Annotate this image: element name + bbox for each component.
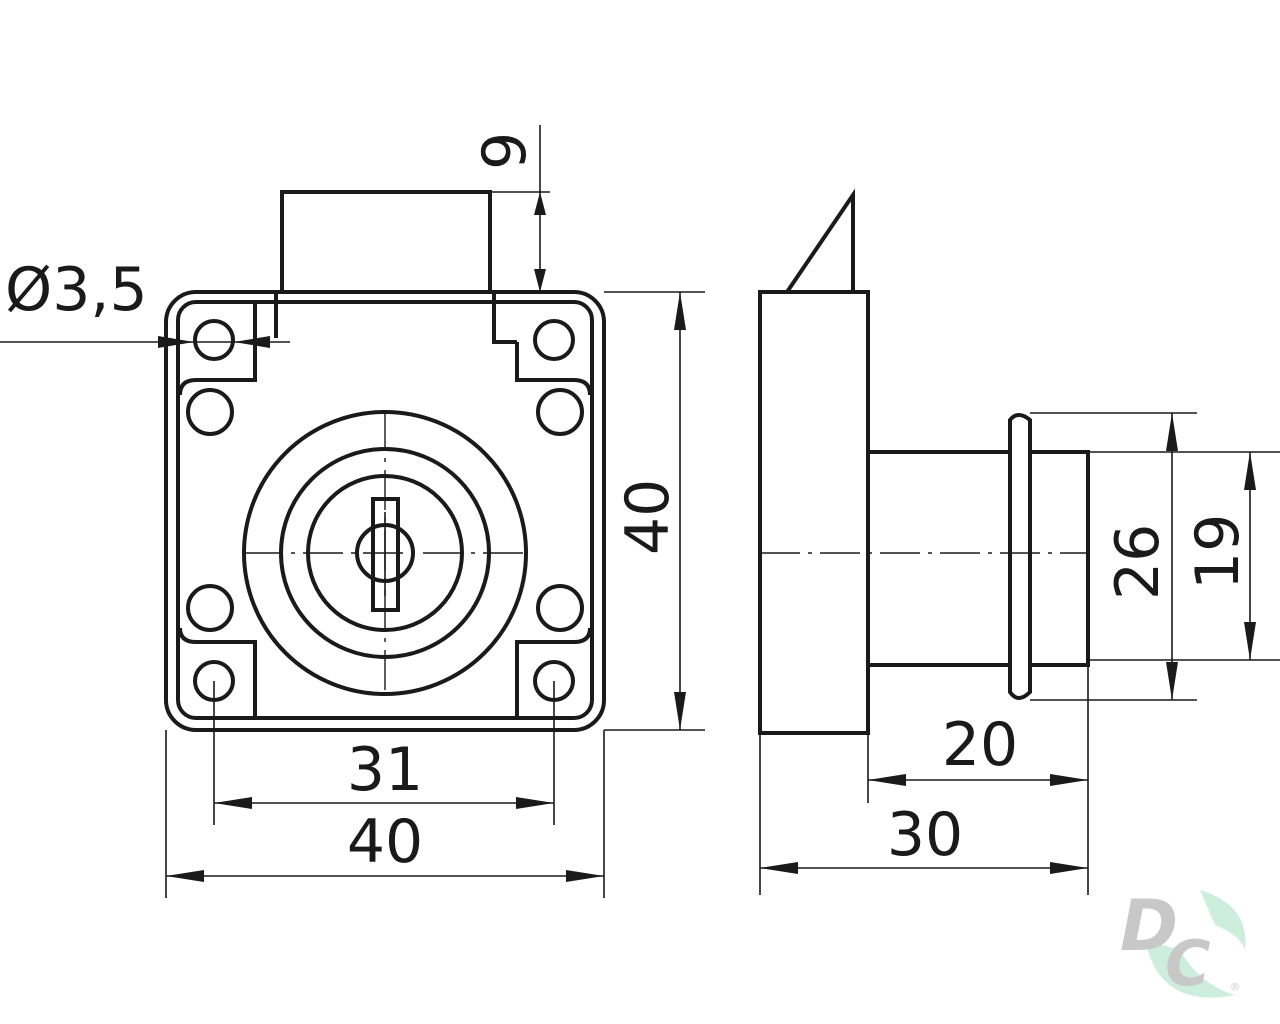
- front-dimensions: 9 Ø3,5 40 31 40: [0, 125, 705, 898]
- flange: [1008, 413, 1032, 700]
- svg-text:C: C: [1165, 927, 1211, 1000]
- dim-total-depth: 30: [887, 800, 963, 870]
- dim-hole-spacing: 31: [347, 735, 423, 805]
- dc-logo: D C ®: [1120, 885, 1246, 1000]
- side-cylinder: [868, 450, 1010, 667]
- bolt-tab: [280, 190, 492, 294]
- side-dimensions: 26 19 20 30: [759, 412, 1280, 895]
- svg-text:D: D: [1120, 885, 1178, 967]
- dim-hole-diameter: Ø3,5: [5, 255, 148, 325]
- side-body: [758, 290, 870, 735]
- dim-cylinder-diameter: 19: [1183, 514, 1253, 590]
- latch-bolt: [785, 188, 855, 294]
- tab-notch: [274, 292, 517, 344]
- dim-body-width: 40: [347, 807, 423, 877]
- inner-body: [176, 300, 594, 720]
- cylinder-face: [242, 410, 528, 696]
- corner-pads: [178, 302, 592, 718]
- dim-cylinder-length: 20: [942, 710, 1018, 780]
- dim-body-height: 40: [613, 479, 683, 555]
- svg-text:®: ®: [1230, 982, 1240, 993]
- dim-tab-height: 9: [470, 132, 540, 170]
- side-view: [758, 188, 1090, 735]
- cylinder-end: [1028, 450, 1090, 667]
- dim-flange-diameter: 26: [1103, 524, 1173, 600]
